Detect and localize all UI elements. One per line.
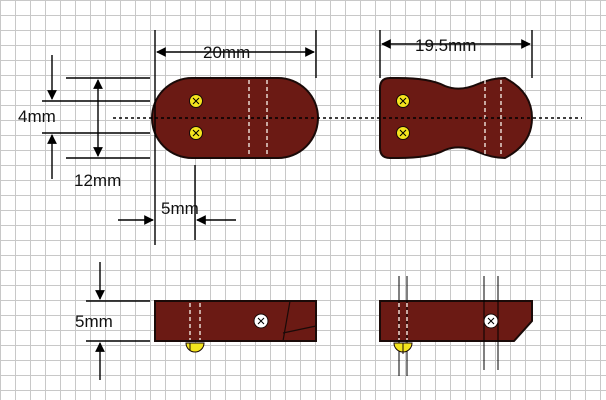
offset-label: 5mm bbox=[161, 199, 199, 218]
screw-icon bbox=[189, 94, 203, 108]
thickness-label: 5mm bbox=[75, 312, 113, 331]
dimension-width-right bbox=[379, 30, 533, 78]
rivet-icon bbox=[253, 313, 269, 329]
screw-icon bbox=[189, 126, 203, 140]
rivet-icon bbox=[483, 313, 499, 329]
width-label-left: 20mm bbox=[203, 43, 250, 62]
screw-icon bbox=[396, 94, 410, 108]
dimension-height-inner bbox=[42, 55, 150, 179]
width-label-right: 19.5mm bbox=[415, 36, 476, 55]
leather-side-right bbox=[379, 300, 533, 342]
screw-head-icon bbox=[393, 342, 413, 354]
height-outer-label: 12mm bbox=[74, 171, 121, 190]
side-view-right bbox=[379, 276, 533, 376]
side-view-left bbox=[154, 300, 317, 353]
dimension-thickness bbox=[86, 262, 150, 380]
leather-side-left bbox=[154, 300, 317, 342]
dimension-width-left bbox=[154, 30, 317, 245]
height-inner-label: 4mm bbox=[18, 107, 56, 126]
dimension-height-outer bbox=[66, 77, 150, 159]
screw-head-icon bbox=[185, 342, 205, 353]
dimension-offset bbox=[118, 165, 236, 240]
screw-icon bbox=[396, 126, 410, 140]
